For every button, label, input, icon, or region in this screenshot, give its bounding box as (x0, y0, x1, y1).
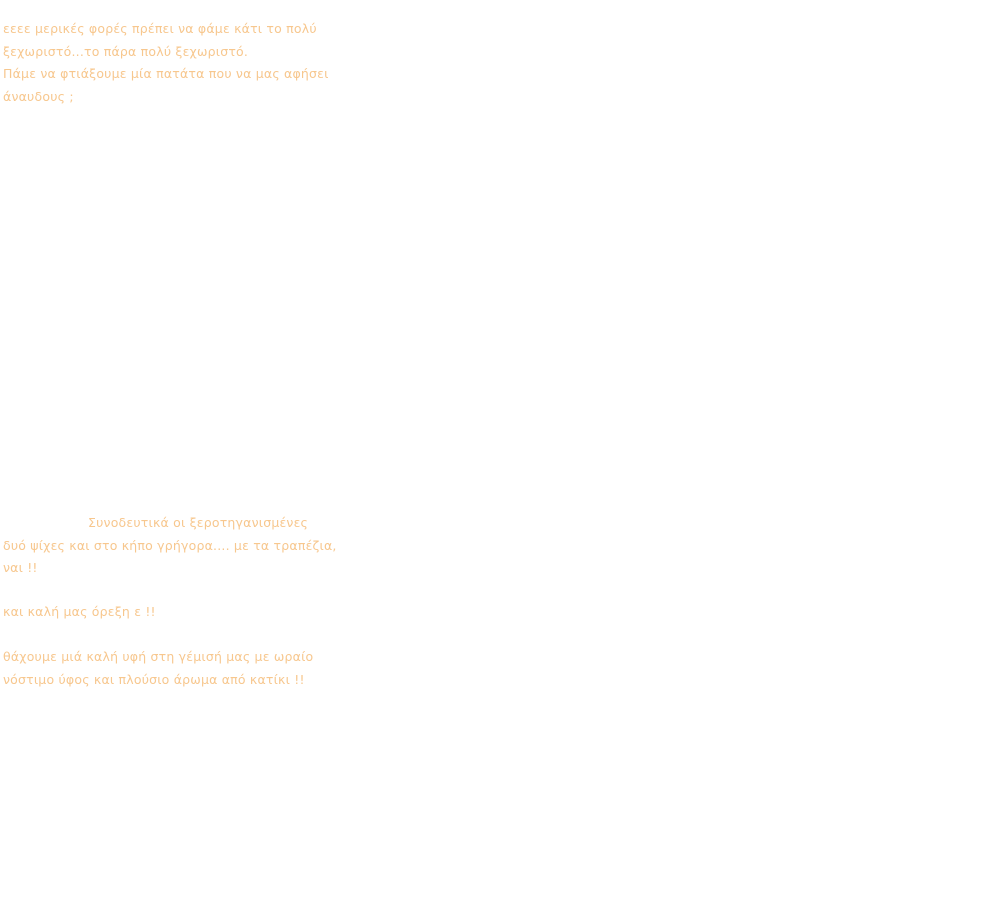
intro-line: εεεε μερικές φορές πρέπει να φάμε κάτι τ… (3, 21, 317, 36)
blank-image-area (3, 110, 343, 505)
texture-paragraph: θάχουμε μιά καλή υφή στη γέμισή μας με ω… (3, 646, 343, 691)
sides-paragraph: Συνοδευτικά οι ξεροτηγανισμένες δυό ψίχε… (3, 512, 343, 580)
intro-line: άναυδους ; (3, 88, 74, 104)
sides-line: δυό ψίχες και στο κήπο γρήγορα.... με τα… (3, 537, 337, 553)
texture-line: θάχουμε μιά καλή υφή στη γέμισή μας με ω… (3, 649, 314, 664)
texture-line: νόστιμο ύφος και πλούσιο άρωμα από κατίκ… (3, 671, 305, 687)
intro-line: ξεχωριστό...το πάρα πολύ ξεχωριστό. (3, 43, 249, 59)
intro-paragraph: εεεε μερικές φορές πρέπει να φάμε κάτι τ… (3, 18, 343, 108)
intro-line: Πάμε να φτιάξουμε μία πατάτα που να μας … (3, 66, 329, 81)
wish-line: και καλή μας όρεξη ε !! (3, 604, 156, 619)
sides-line: ναι !! (3, 560, 38, 575)
wish-paragraph: και καλή μας όρεξη ε !! (3, 601, 343, 624)
sides-line: Συνοδευτικά οι ξεροτηγανισμένες (88, 515, 309, 530)
